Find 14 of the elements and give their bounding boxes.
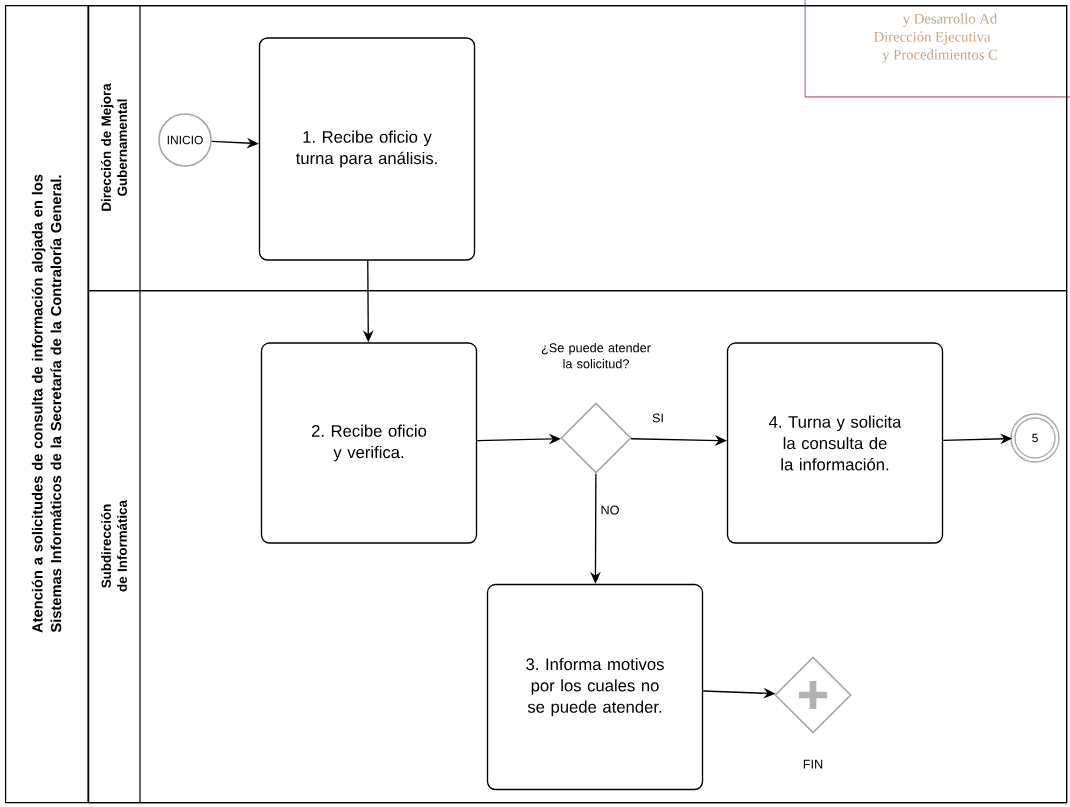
end-gateway: FIN: [774, 656, 852, 769]
edge-label: NO: [599, 504, 621, 516]
stamp-text: y Procedimientos C: [882, 49, 998, 63]
task-box: 4. Turna y solicita la consulta de la información.: [726, 342, 944, 544]
node-label: ¿Se puede atender la solicitud?: [541, 342, 651, 369]
task-box: 2. Recibe oficio y verifica.: [260, 342, 478, 544]
task-box: 3. Informa motivos por los cuales no se puede atender.: [486, 583, 704, 791]
edge-label: SI: [650, 412, 666, 424]
task-box: 1. Recibe oficio y turna para análisis.: [258, 37, 476, 261]
stamp-text: y Desarrollo Ad: [902, 13, 998, 27]
end-event: 5: [1010, 413, 1060, 463]
stamp-text: Dirección Ejecutiva: [874, 31, 991, 45]
node-label: FIN: [803, 759, 823, 769]
start-event: INICIO: [158, 113, 212, 167]
